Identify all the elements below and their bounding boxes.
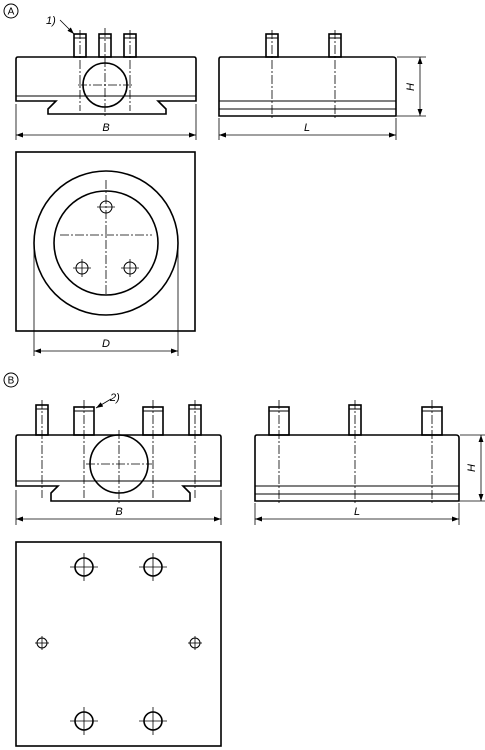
variant-a-top-view: D [15, 151, 196, 356]
svg-text:B: B [8, 376, 15, 387]
dim-l-label: L [304, 122, 310, 134]
pin-hole [35, 636, 49, 650]
pin-hole [121, 259, 139, 277]
note-2-label: 2) [109, 392, 120, 404]
variant-b-side-view: H L [254, 400, 485, 525]
svg-text:A: A [8, 7, 15, 18]
note-1-label: 1) [46, 15, 56, 27]
variant-b-top-view [15, 541, 222, 747]
variant-a-marker: A [3, 3, 19, 19]
variant-b-marker: B [3, 372, 19, 388]
variant-a-front-view: 1) B [15, 15, 197, 140]
dim-h-label: H [466, 464, 478, 472]
dim-d-label: D [102, 338, 110, 350]
variant-b-front-view: 2) B [15, 392, 222, 525]
dim-l-label: L [354, 506, 360, 518]
pin-hole [73, 259, 91, 277]
pin-hole [70, 707, 98, 735]
pin-hole [70, 553, 98, 581]
pin-hole [188, 636, 202, 650]
pin-hole [97, 200, 115, 214]
dim-b-label: B [115, 506, 122, 518]
pin-hole [139, 707, 167, 735]
variant-b: B [3, 372, 485, 747]
variant-a: A [3, 3, 426, 356]
dim-b-label: B [102, 122, 109, 134]
dim-h-label: H [405, 83, 417, 91]
variant-a-side-view: H L [218, 30, 426, 140]
pin-hole [139, 553, 167, 581]
